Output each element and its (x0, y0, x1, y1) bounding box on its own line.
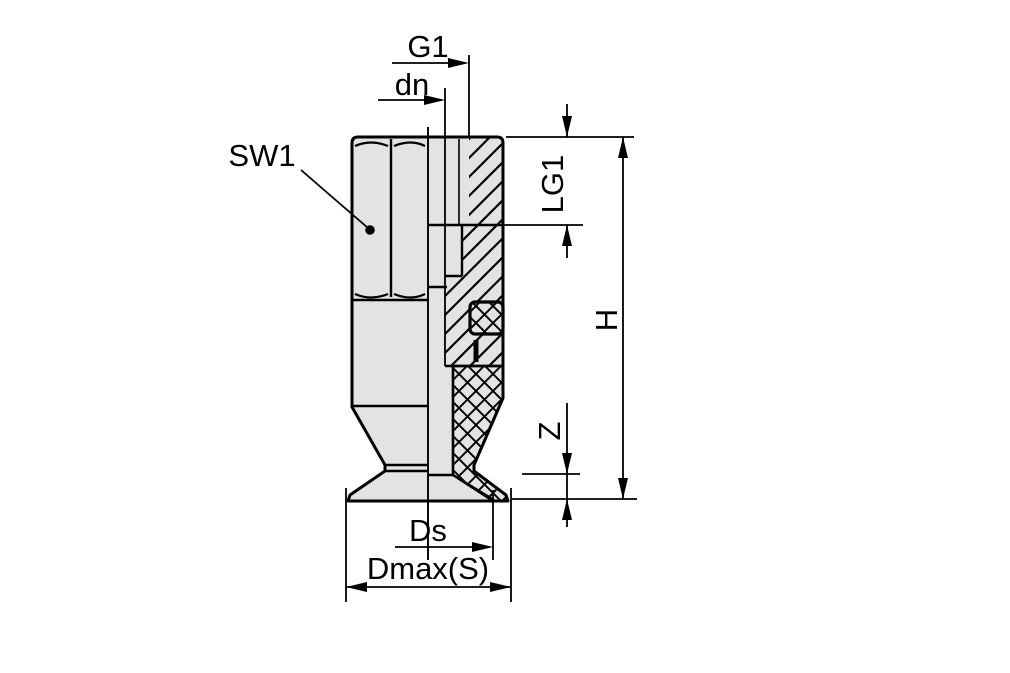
sw1-leader-line (300, 169, 369, 229)
ds-label: Ds (409, 513, 447, 548)
dmax-arrowhead-left (346, 582, 367, 592)
dmax-label: Dmax(S) (367, 551, 489, 586)
dimension-ds: Ds (395, 513, 493, 552)
dn-arrowhead (424, 95, 445, 105)
dimension-dmax: Dmax(S) (346, 551, 511, 592)
hex-chamfer-arcs (354, 141, 426, 299)
lg1-arrowhead-top (562, 116, 572, 137)
z-arrowhead-top (562, 453, 572, 474)
lg1-arrowhead-bottom (562, 225, 572, 246)
dimension-h: H (589, 137, 628, 499)
dimension-lg1: LG1 (535, 104, 572, 258)
h-label: H (589, 309, 624, 331)
dimensions: G1 dn SW1 LG1 H (228, 29, 637, 602)
extension-lines (345, 136, 637, 602)
dimension-dn: dn (378, 67, 446, 366)
sw1-label: SW1 (228, 138, 295, 173)
z-label: Z (532, 422, 567, 441)
h-arrowhead-bottom (618, 478, 628, 499)
part-views (346, 127, 510, 560)
dimension-z: Z (532, 403, 572, 527)
dn-label: dn (395, 67, 429, 102)
rubber-bead-section (468, 300, 505, 336)
part-edge-lines (352, 139, 503, 502)
h-arrowhead-top (618, 137, 628, 158)
z-arrowhead-bottom (562, 499, 572, 520)
g1-label: G1 (407, 29, 448, 64)
lg1-label: LG1 (535, 155, 570, 214)
sw1-leader-dot (365, 225, 375, 235)
ds-arrowhead (472, 542, 493, 552)
dimension-sw1: SW1 (228, 138, 375, 235)
dimension-g1: G1 (392, 29, 470, 137)
g1-arrowhead (448, 58, 469, 68)
dmax-arrowhead-right (490, 582, 511, 592)
metal-section-hatch (445, 137, 503, 366)
